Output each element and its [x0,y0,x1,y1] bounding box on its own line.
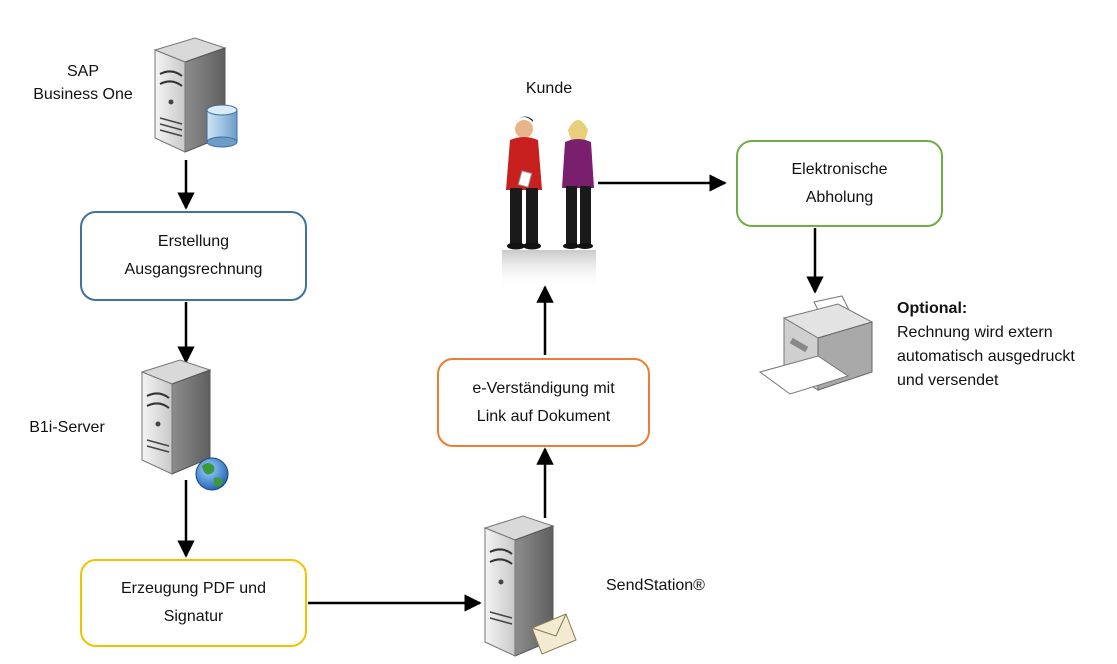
optional-note: Optional: Rechnung wird extern automatis… [897,297,1107,393]
box-erzeugung-line-1: Erzeugung PDF und [121,580,266,597]
box-verstaendigung-line-1: e-Verständigung mit [472,379,615,397]
b1i-server-label: B1i-Server [29,419,105,436]
box-e-verstaendigung: e-Verständigung mit Link auf Dokument [437,358,650,447]
server-mail-icon [483,515,577,657]
box-erzeugung-line-2: Signatur [163,608,224,625]
box-erstellung-ausgangsrechnung: Erstellung Ausgangsrechnung [80,211,307,301]
box-erstellung-line-2: Ausgangsrechnung [124,261,263,278]
people-icon [502,116,596,290]
box-erstellung-line-1: Erstellung [157,233,230,250]
optional-line-2: automatisch ausgedruckt [897,348,1075,365]
box-elektronische-abholung: Elektronische Abholung [736,140,943,227]
box-erzeugung-pdf-signatur: Erzeugung PDF und Signatur [80,559,307,647]
box-abholung-line-1: Elektronische [791,160,888,178]
sendstation-label: SendStation® [606,577,705,594]
box-abholung-line-2: Abholung [805,188,874,206]
server-database-icon [153,37,238,153]
kunde-label: Kunde [525,80,573,97]
sap-label-line-2: Business One [33,86,133,103]
sap-label: SAP Business One [20,60,146,106]
server-globe-icon [140,359,229,491]
printer-icon [758,295,874,395]
sap-label-line-1: SAP [66,63,99,80]
connectors [177,160,824,612]
box-verstaendigung-line-2: Link auf Dokument [476,407,611,425]
optional-line-1: Rechnung wird extern [897,324,1053,341]
optional-heading: Optional: [897,300,968,317]
optional-line-3: und versendet [897,372,999,389]
